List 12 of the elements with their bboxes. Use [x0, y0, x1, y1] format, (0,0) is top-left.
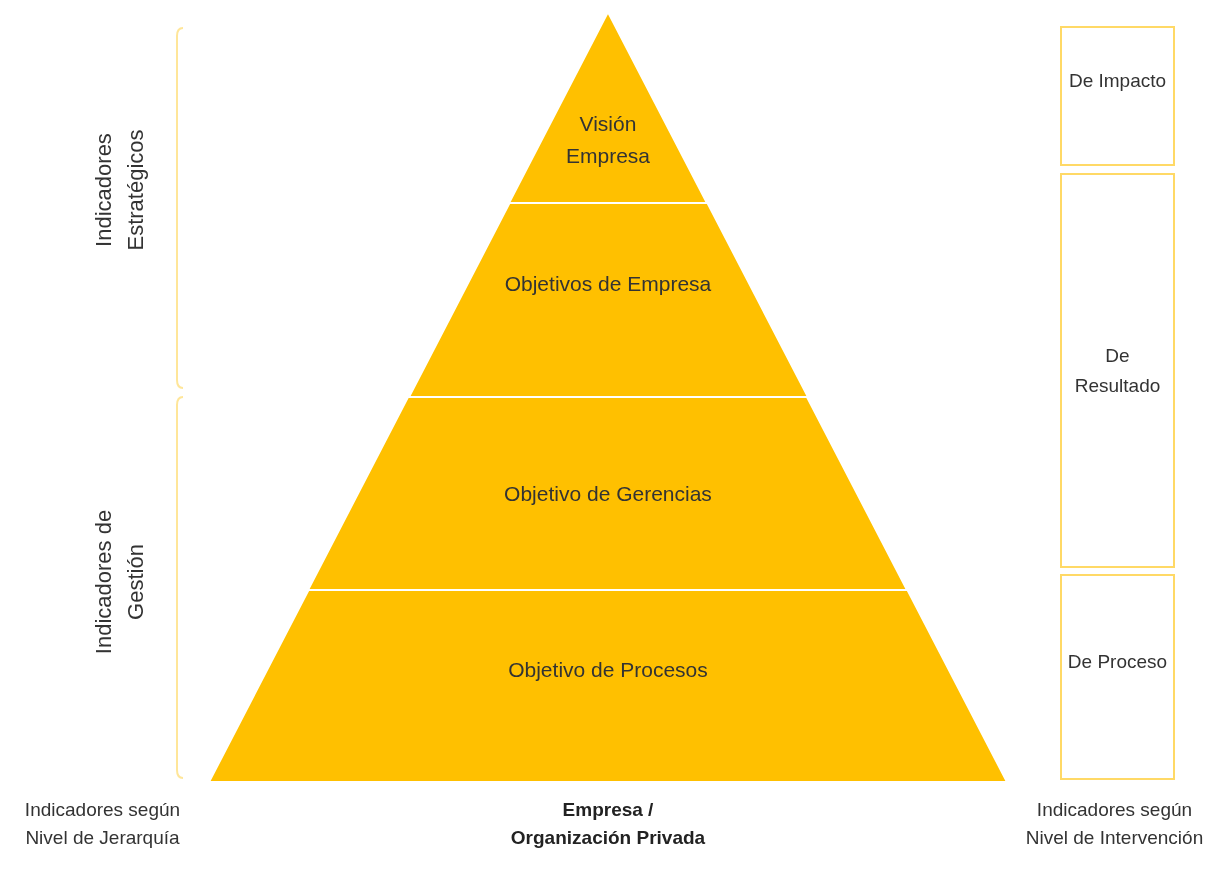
level-label: De Impacto	[1067, 69, 1168, 93]
level-label: Objetivo de Procesos	[507, 657, 709, 683]
level-label: De Proceso	[1066, 650, 1169, 674]
caption-text: Empresa / Organización Privada	[509, 798, 707, 850]
level-label: Visión Empresa	[564, 110, 651, 169]
axis-label: Indicadores de Gestión	[90, 508, 149, 657]
level-label: De Resultado	[1073, 343, 1162, 398]
axis-label: Indicadores Estratégicos	[90, 128, 149, 253]
caption-text: Indicadores según Nivel de Jerarquía	[23, 798, 182, 850]
caption-text: Indicadores según Nivel de Intervención	[1024, 798, 1205, 850]
level-label: Objetivo de Gerencias	[503, 480, 713, 507]
level-label: Objetivos de Empresa	[503, 271, 713, 297]
